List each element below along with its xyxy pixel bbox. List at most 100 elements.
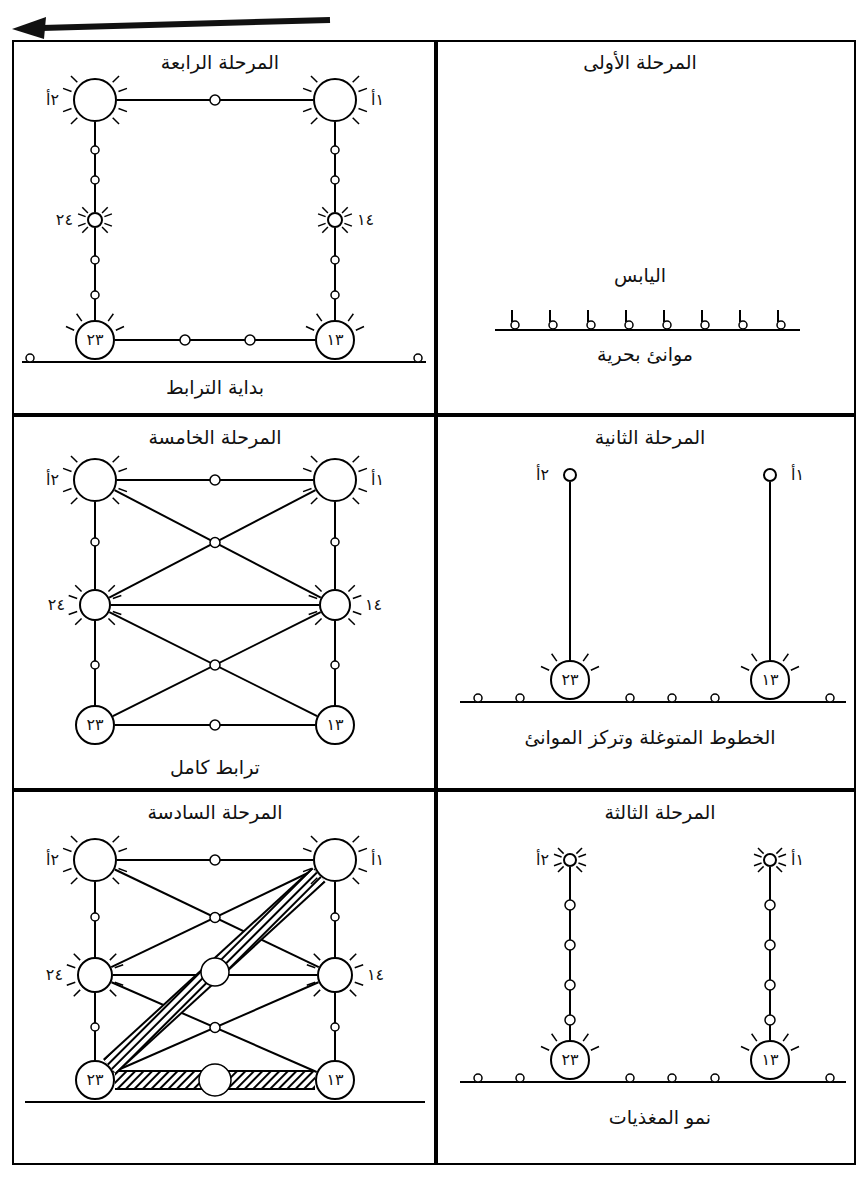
place-label: ١٣ xyxy=(326,716,343,734)
influence-ray xyxy=(118,489,126,492)
influence-ray xyxy=(63,489,71,492)
route-line xyxy=(115,340,315,341)
place-label: ٢أ xyxy=(46,851,59,869)
influence-ray xyxy=(311,878,317,884)
port-dot xyxy=(711,1074,719,1082)
stage-caption: بداية الترابط xyxy=(166,376,264,399)
place-circle-shape xyxy=(564,854,576,866)
stage-title: المرحلة السادسة xyxy=(147,801,282,824)
influence-ray xyxy=(108,314,113,321)
influence-ray xyxy=(791,666,799,670)
influence-ray xyxy=(776,866,782,872)
place-circle-shape xyxy=(78,958,112,992)
place-circle: ٢٤ xyxy=(79,589,111,621)
influence-ray xyxy=(583,1034,588,1041)
place-circle-shape xyxy=(74,839,116,881)
place-outline xyxy=(73,458,117,502)
place-circle: ١٣ xyxy=(315,320,355,360)
place-circle: ٢أ xyxy=(563,468,577,482)
influence-ray xyxy=(113,611,121,614)
route-dot xyxy=(565,980,575,990)
place-circle-shape xyxy=(320,590,350,620)
place-label: ٢٤ xyxy=(56,211,73,229)
place-label: ١٤ xyxy=(357,211,374,229)
influence-ray xyxy=(69,611,77,614)
place-circle: ١٤ xyxy=(317,957,353,993)
route-node xyxy=(199,1064,231,1096)
port-dot xyxy=(626,1074,634,1082)
influence-ray xyxy=(576,866,582,872)
place-circle-shape xyxy=(74,459,116,501)
place-circle-shape xyxy=(314,459,356,501)
place-label: ١٣ xyxy=(326,331,343,349)
port-dot xyxy=(516,1074,524,1082)
influence-ray xyxy=(113,878,119,884)
influence-ray xyxy=(82,227,88,233)
place-outline xyxy=(763,468,777,482)
route-dot xyxy=(765,980,775,990)
place-circle-shape xyxy=(551,661,589,699)
influence-ray xyxy=(311,118,317,124)
route-line xyxy=(113,612,321,716)
influence-ray xyxy=(307,982,315,985)
influence-ray xyxy=(344,223,352,226)
place-circle-shape xyxy=(76,1061,114,1099)
place-label: ١أ xyxy=(371,851,384,869)
place-label: ٢٤ xyxy=(46,966,63,984)
main-route-hatch xyxy=(110,875,319,1067)
place-circle: ١٣ xyxy=(315,705,355,745)
influence-ray xyxy=(741,1046,749,1050)
place-circle-shape xyxy=(80,590,110,620)
direction-arrow-shaft xyxy=(42,20,330,28)
influence-ray xyxy=(791,1046,799,1050)
influence-ray xyxy=(344,214,352,217)
influence-ray xyxy=(115,965,123,968)
influence-ray xyxy=(317,314,322,321)
port-dot xyxy=(625,321,633,329)
route-path xyxy=(109,490,315,597)
place-label: ٢أ xyxy=(536,466,549,484)
port-stem xyxy=(701,310,703,322)
place-outline xyxy=(563,468,577,482)
influence-ray xyxy=(342,227,348,233)
route-dot xyxy=(765,900,775,910)
influence-ray xyxy=(752,1034,757,1041)
place-circle-shape xyxy=(316,321,354,359)
route-dot xyxy=(91,913,99,921)
influence-ray xyxy=(322,207,328,213)
place-circle: ١أ xyxy=(763,853,777,867)
route-path xyxy=(109,612,317,716)
stage-panel: المرحلة الثانيةالخطوط المتوغلة وتركز الم… xyxy=(436,415,856,790)
route-line xyxy=(335,228,336,320)
influence-ray xyxy=(77,314,82,321)
route-dot xyxy=(91,176,99,184)
place-circle: ١٣ xyxy=(315,1060,355,1100)
influence-ray xyxy=(358,109,366,112)
port-dot xyxy=(701,321,709,329)
route-dot xyxy=(331,176,339,184)
influence-ray xyxy=(118,109,126,112)
place-outline xyxy=(313,838,357,882)
stage-title: المرحلة الخامسة xyxy=(148,426,281,449)
place-outline xyxy=(87,212,103,228)
influence-ray xyxy=(71,878,77,884)
influence-ray xyxy=(63,109,71,112)
influence-ray xyxy=(113,498,119,504)
influence-ray xyxy=(576,848,582,854)
influence-ray xyxy=(63,468,71,471)
influence-ray xyxy=(116,326,124,330)
port-stem xyxy=(549,310,551,322)
place-circle: ١أ xyxy=(313,78,357,122)
influence-ray xyxy=(75,585,81,591)
port-dot xyxy=(511,321,519,329)
place-circle-shape xyxy=(764,854,776,866)
influence-ray xyxy=(66,326,74,330)
influence-ray xyxy=(110,990,116,996)
place-label: ١أ xyxy=(791,851,804,869)
port-dot xyxy=(663,321,671,329)
influence-ray xyxy=(741,666,749,670)
influence-ray xyxy=(113,456,119,462)
coast-line xyxy=(495,329,800,331)
influence-ray xyxy=(314,990,320,996)
route-path xyxy=(569,482,571,660)
